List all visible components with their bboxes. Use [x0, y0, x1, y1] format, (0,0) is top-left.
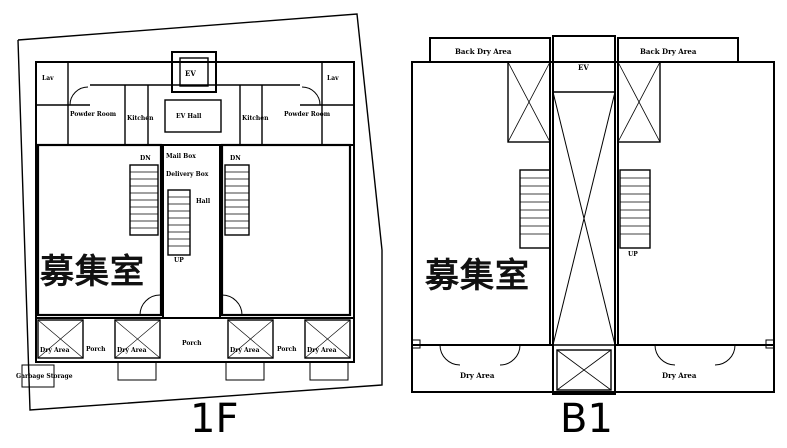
building-outline-1f — [35, 61, 355, 363]
site-boundary-1f — [17, 13, 383, 411]
room-label-dry-area-1: Dry Area — [40, 347, 70, 354]
room-label-porch-right: Porch — [277, 346, 297, 353]
room-label-dry-area-3: Dry Area — [230, 347, 260, 354]
room-label-dry-area-2: Dry Area — [117, 347, 147, 354]
room-label-dry-area-b1-right: Dry Area — [662, 371, 697, 380]
stair-label-dn-right: DN — [230, 155, 241, 162]
room-label-porch-left: Porch — [86, 346, 106, 353]
room-label-lav-left: Lav — [42, 75, 54, 82]
room-label-delivery-box: Delivery Box — [166, 171, 209, 178]
room-label-dry-area-4: Dry Area — [307, 347, 337, 354]
room-label-dry-area-b1-left: Dry Area — [460, 371, 495, 380]
room-label-powder-right: Powder Room — [284, 111, 331, 118]
room-label-powder-left: Powder Room — [70, 111, 117, 118]
room-label-back-dry-left: Back Dry Area — [455, 47, 512, 56]
unit-right-main-room — [220, 143, 352, 317]
stair-center-1f — [167, 189, 191, 256]
vacancy-label-b1: 募集室 — [425, 256, 530, 296]
room-label-porch-center: Porch — [182, 340, 202, 347]
room-label-back-dry-right: Back Dry Area — [640, 47, 697, 56]
room-label-kitchen-right: Kitchen — [242, 115, 269, 122]
room-label-kitchen-left: Kitchen — [127, 115, 154, 122]
central-shaft-b1 — [552, 35, 616, 395]
floor-title-1f: 1F — [190, 396, 239, 442]
room-label-ev-1f: EV — [185, 69, 196, 78]
stair-label-dn-left: DN — [140, 155, 151, 162]
floor-title-b1: B1 — [560, 396, 613, 442]
room-label-ev-hall: EV Hall — [176, 113, 202, 120]
stair-label-up-b1: UP — [628, 251, 638, 258]
room-label-garbage: Garbage Storage — [16, 373, 73, 380]
room-label-hall: Hall — [196, 198, 211, 205]
building-outline-b1 — [411, 61, 775, 393]
stair-label-up-1f: UP — [174, 257, 184, 264]
elevator-1f — [171, 51, 217, 93]
vacancy-label-1f: 募集室 — [40, 252, 145, 292]
room-label-mail-box: Mail Box — [166, 153, 196, 160]
room-label-lav-right: Lav — [327, 75, 339, 82]
room-label-ev-b1: EV — [578, 63, 589, 72]
